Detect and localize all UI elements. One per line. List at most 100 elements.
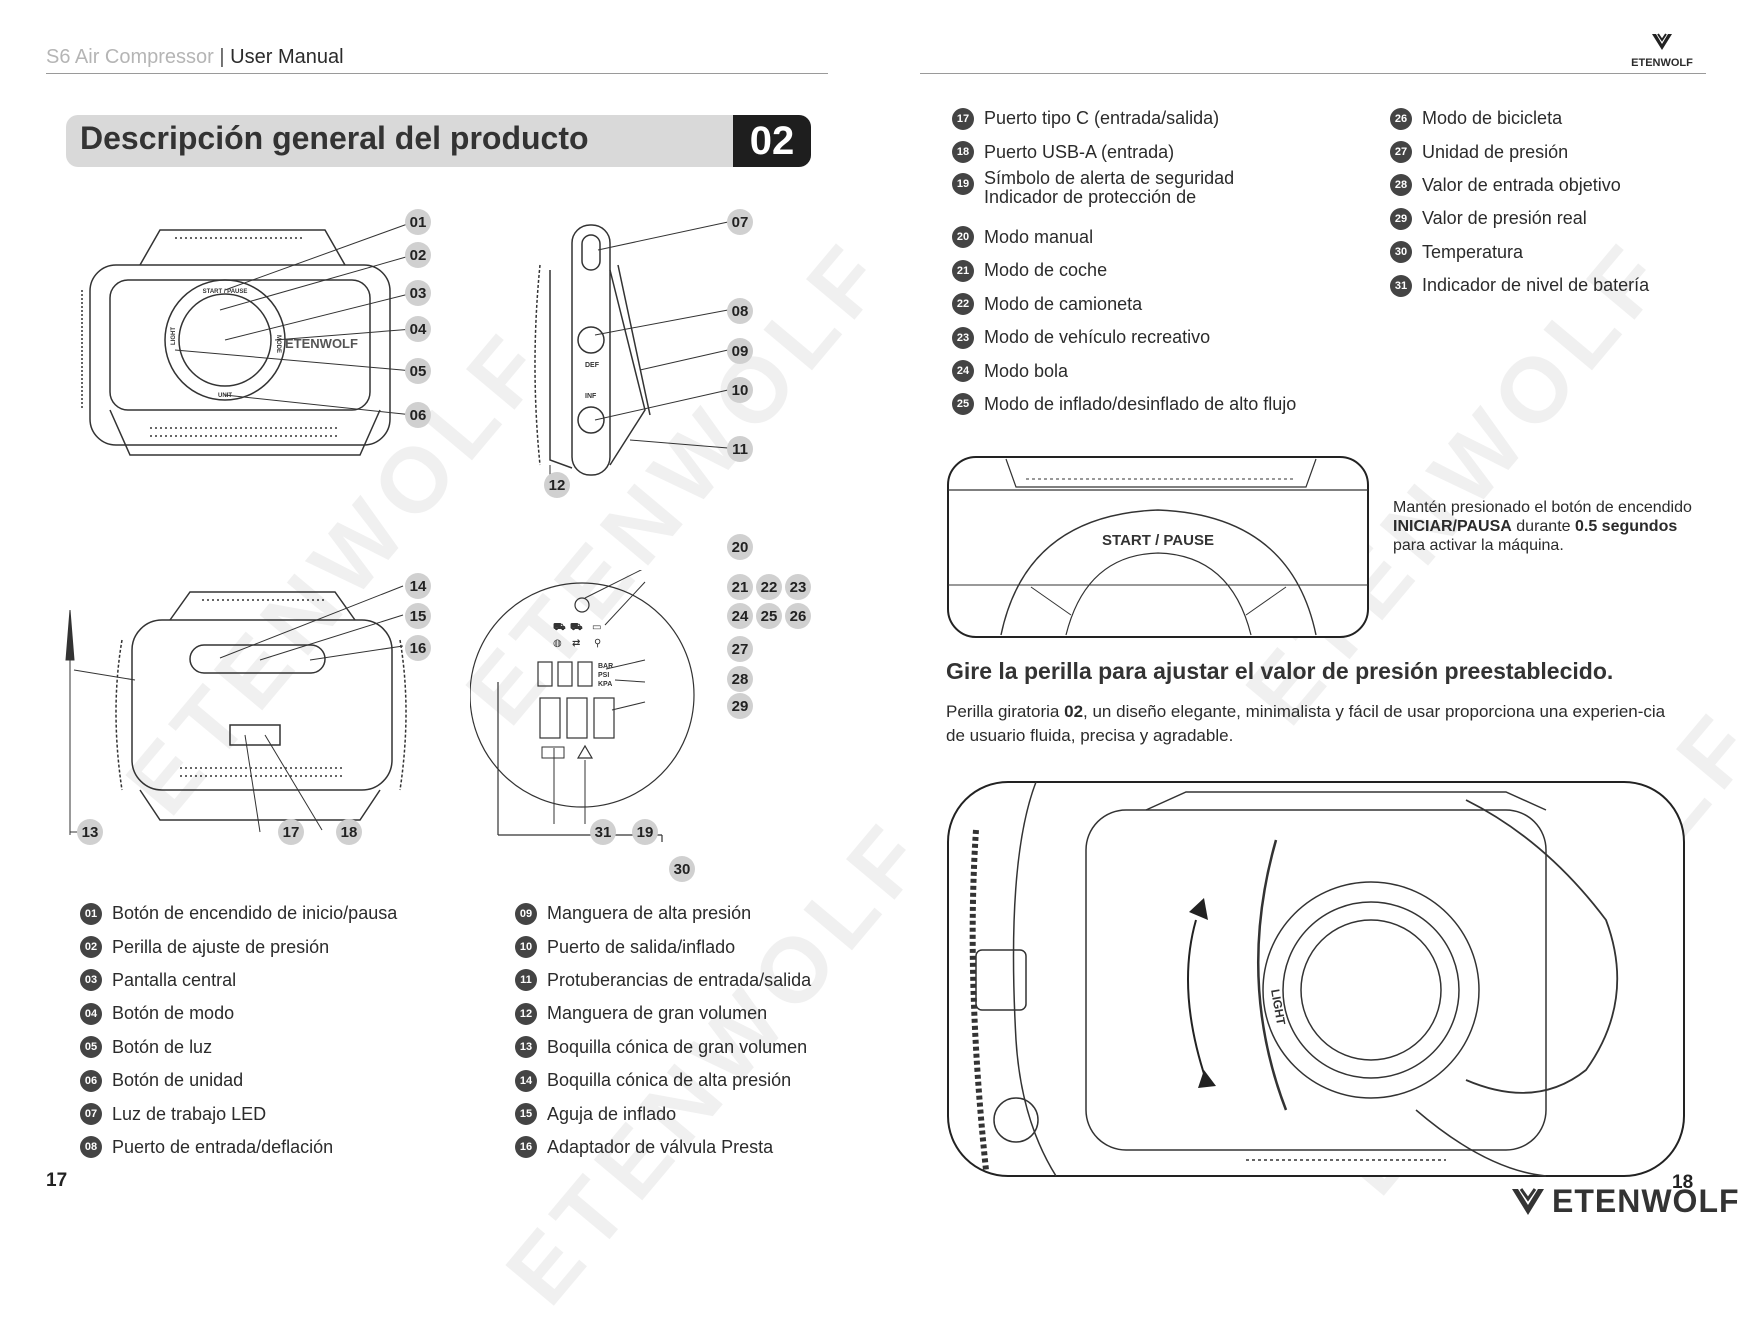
item-number-badge: 14 [515, 1069, 537, 1092]
item-label: Modo bola [984, 360, 1069, 381]
callout-08: 08 [727, 298, 753, 324]
truck-mode-icon: ⛟ [570, 622, 583, 633]
para-text: , un diseño elegante, minimalista y fáci… [946, 702, 1666, 745]
header-doc: User Manual [230, 46, 344, 68]
item-label: Valor de presión real [1422, 208, 1587, 229]
item-number-badge: 20 [952, 226, 974, 249]
callout-23: 23 [785, 574, 811, 600]
list-item: 25 Modo de inflado/desinflado de alto flu… [952, 388, 1296, 421]
item-number-badge: 01 [80, 902, 102, 925]
callout-15: 15 [405, 603, 431, 629]
item-label: Modo manual [984, 226, 1094, 247]
callout-24: 24 [727, 603, 753, 629]
item-number-badge: 03 [80, 969, 102, 992]
callout-03: 03 [405, 280, 431, 306]
item-number-badge: 08 [80, 1136, 102, 1159]
list-item: 24 Modo bola [952, 354, 1296, 387]
item-number-badge: 16 [515, 1136, 537, 1159]
item-label: Botón de unidad [112, 1070, 244, 1091]
item-label: Unidad de presión [1422, 141, 1569, 162]
section-title: Descripción general del producto [80, 120, 589, 156]
callout-10: 10 [727, 377, 753, 403]
mode-label: MODE [275, 335, 281, 353]
front-view-diagram: START / PAUSE LIGHT MODE UNIT ETENWOLF [81, 221, 414, 456]
item-number-badge: 04 [80, 1002, 102, 1025]
item-number-badge: 26 [1390, 107, 1412, 130]
section-number: 02 [733, 115, 811, 167]
item-label: Aguja de inflado [547, 1103, 677, 1124]
item-label: Botón de luz [112, 1036, 213, 1057]
callout-18: 18 [336, 819, 362, 845]
wolf-logo-icon [1512, 1187, 1544, 1215]
back-view-diagram [65, 585, 407, 835]
header-product: S6 Air Compressor [46, 46, 214, 68]
callout-25: 25 [756, 603, 782, 629]
item-label: Modo de coche [984, 260, 1108, 281]
brand-name-footer: ETENWOLF [1552, 1183, 1740, 1220]
item-label: Boquilla cónica de alta presión [547, 1070, 792, 1091]
callout-21: 21 [727, 574, 753, 600]
item-number-badge: 24 [952, 360, 974, 383]
callout-04: 04 [405, 316, 431, 342]
item-number-badge: 05 [80, 1036, 102, 1059]
unit-kpa-label: KPA [598, 681, 612, 688]
list-item: 31 Indicador de nivel de batería [1390, 269, 1649, 302]
callout-14: 14 [405, 573, 431, 599]
list-item: 20 Modo manual [952, 221, 1296, 254]
knob-light-label: LIGHT [1268, 988, 1288, 1027]
knob-illustration: LIGHT [947, 781, 1685, 1177]
callout-29: 29 [727, 693, 753, 719]
item-label: Modo de inflado/desinflado de alto flujo [984, 393, 1297, 414]
callout-09: 09 [727, 338, 753, 364]
header-separator: | [213, 46, 231, 68]
item-label: Puerto tipo C (entrada/salida) [984, 108, 1220, 129]
def-label: DEF [585, 362, 600, 369]
item-number-badge: 02 [80, 936, 102, 959]
item-label: Indicador de nivel de batería [1422, 275, 1650, 296]
item-number-badge: 11 [515, 969, 537, 992]
item-number-badge: 12 [515, 1002, 537, 1025]
item-label: Boquilla cónica de gran volumen [547, 1036, 808, 1057]
item-number-badge: 31 [1390, 274, 1412, 297]
note-text: durante [1511, 518, 1575, 535]
item-number-badge: 17 [952, 107, 974, 130]
start-pause-illustration: START / PAUSE [947, 456, 1369, 638]
unit-bar-label: BAR [598, 663, 613, 670]
header-rule-left [46, 73, 828, 74]
page-number-left: 17 [46, 1170, 68, 1191]
item-label: Luz de trabajo LED [112, 1103, 267, 1124]
brand-logo-small: ETENWOLF [1628, 32, 1696, 69]
flow-mode-icon: ⇄ [572, 638, 580, 649]
callout-17: 17 [278, 819, 304, 845]
item-label: Modo de vehículo recreativo [984, 327, 1211, 348]
item-number-badge: 15 [515, 1103, 537, 1126]
inf-label: INF [585, 393, 597, 400]
item-number-badge: 28 [1390, 174, 1412, 197]
callout-31: 31 [590, 819, 616, 845]
item-number-badge: 25 [952, 393, 974, 416]
note-text: Mantén presionado el botón de encendido [1393, 499, 1692, 516]
callout-05: 05 [405, 358, 431, 384]
list-item: 17 Puerto tipo C (entrada/salida) [952, 102, 1296, 135]
item-label: Botón de modo [112, 1003, 235, 1024]
unit-label: UNIT [218, 393, 232, 399]
note-text: para activar la máquina. [1393, 537, 1564, 554]
brand-logo-footer: ETENWOLF [1510, 1181, 1740, 1220]
item-number-badge: 22 [952, 293, 974, 316]
running-header: S6 Air Compressor | User Manual [46, 46, 344, 69]
para-emphasis: 02 [1064, 702, 1084, 721]
